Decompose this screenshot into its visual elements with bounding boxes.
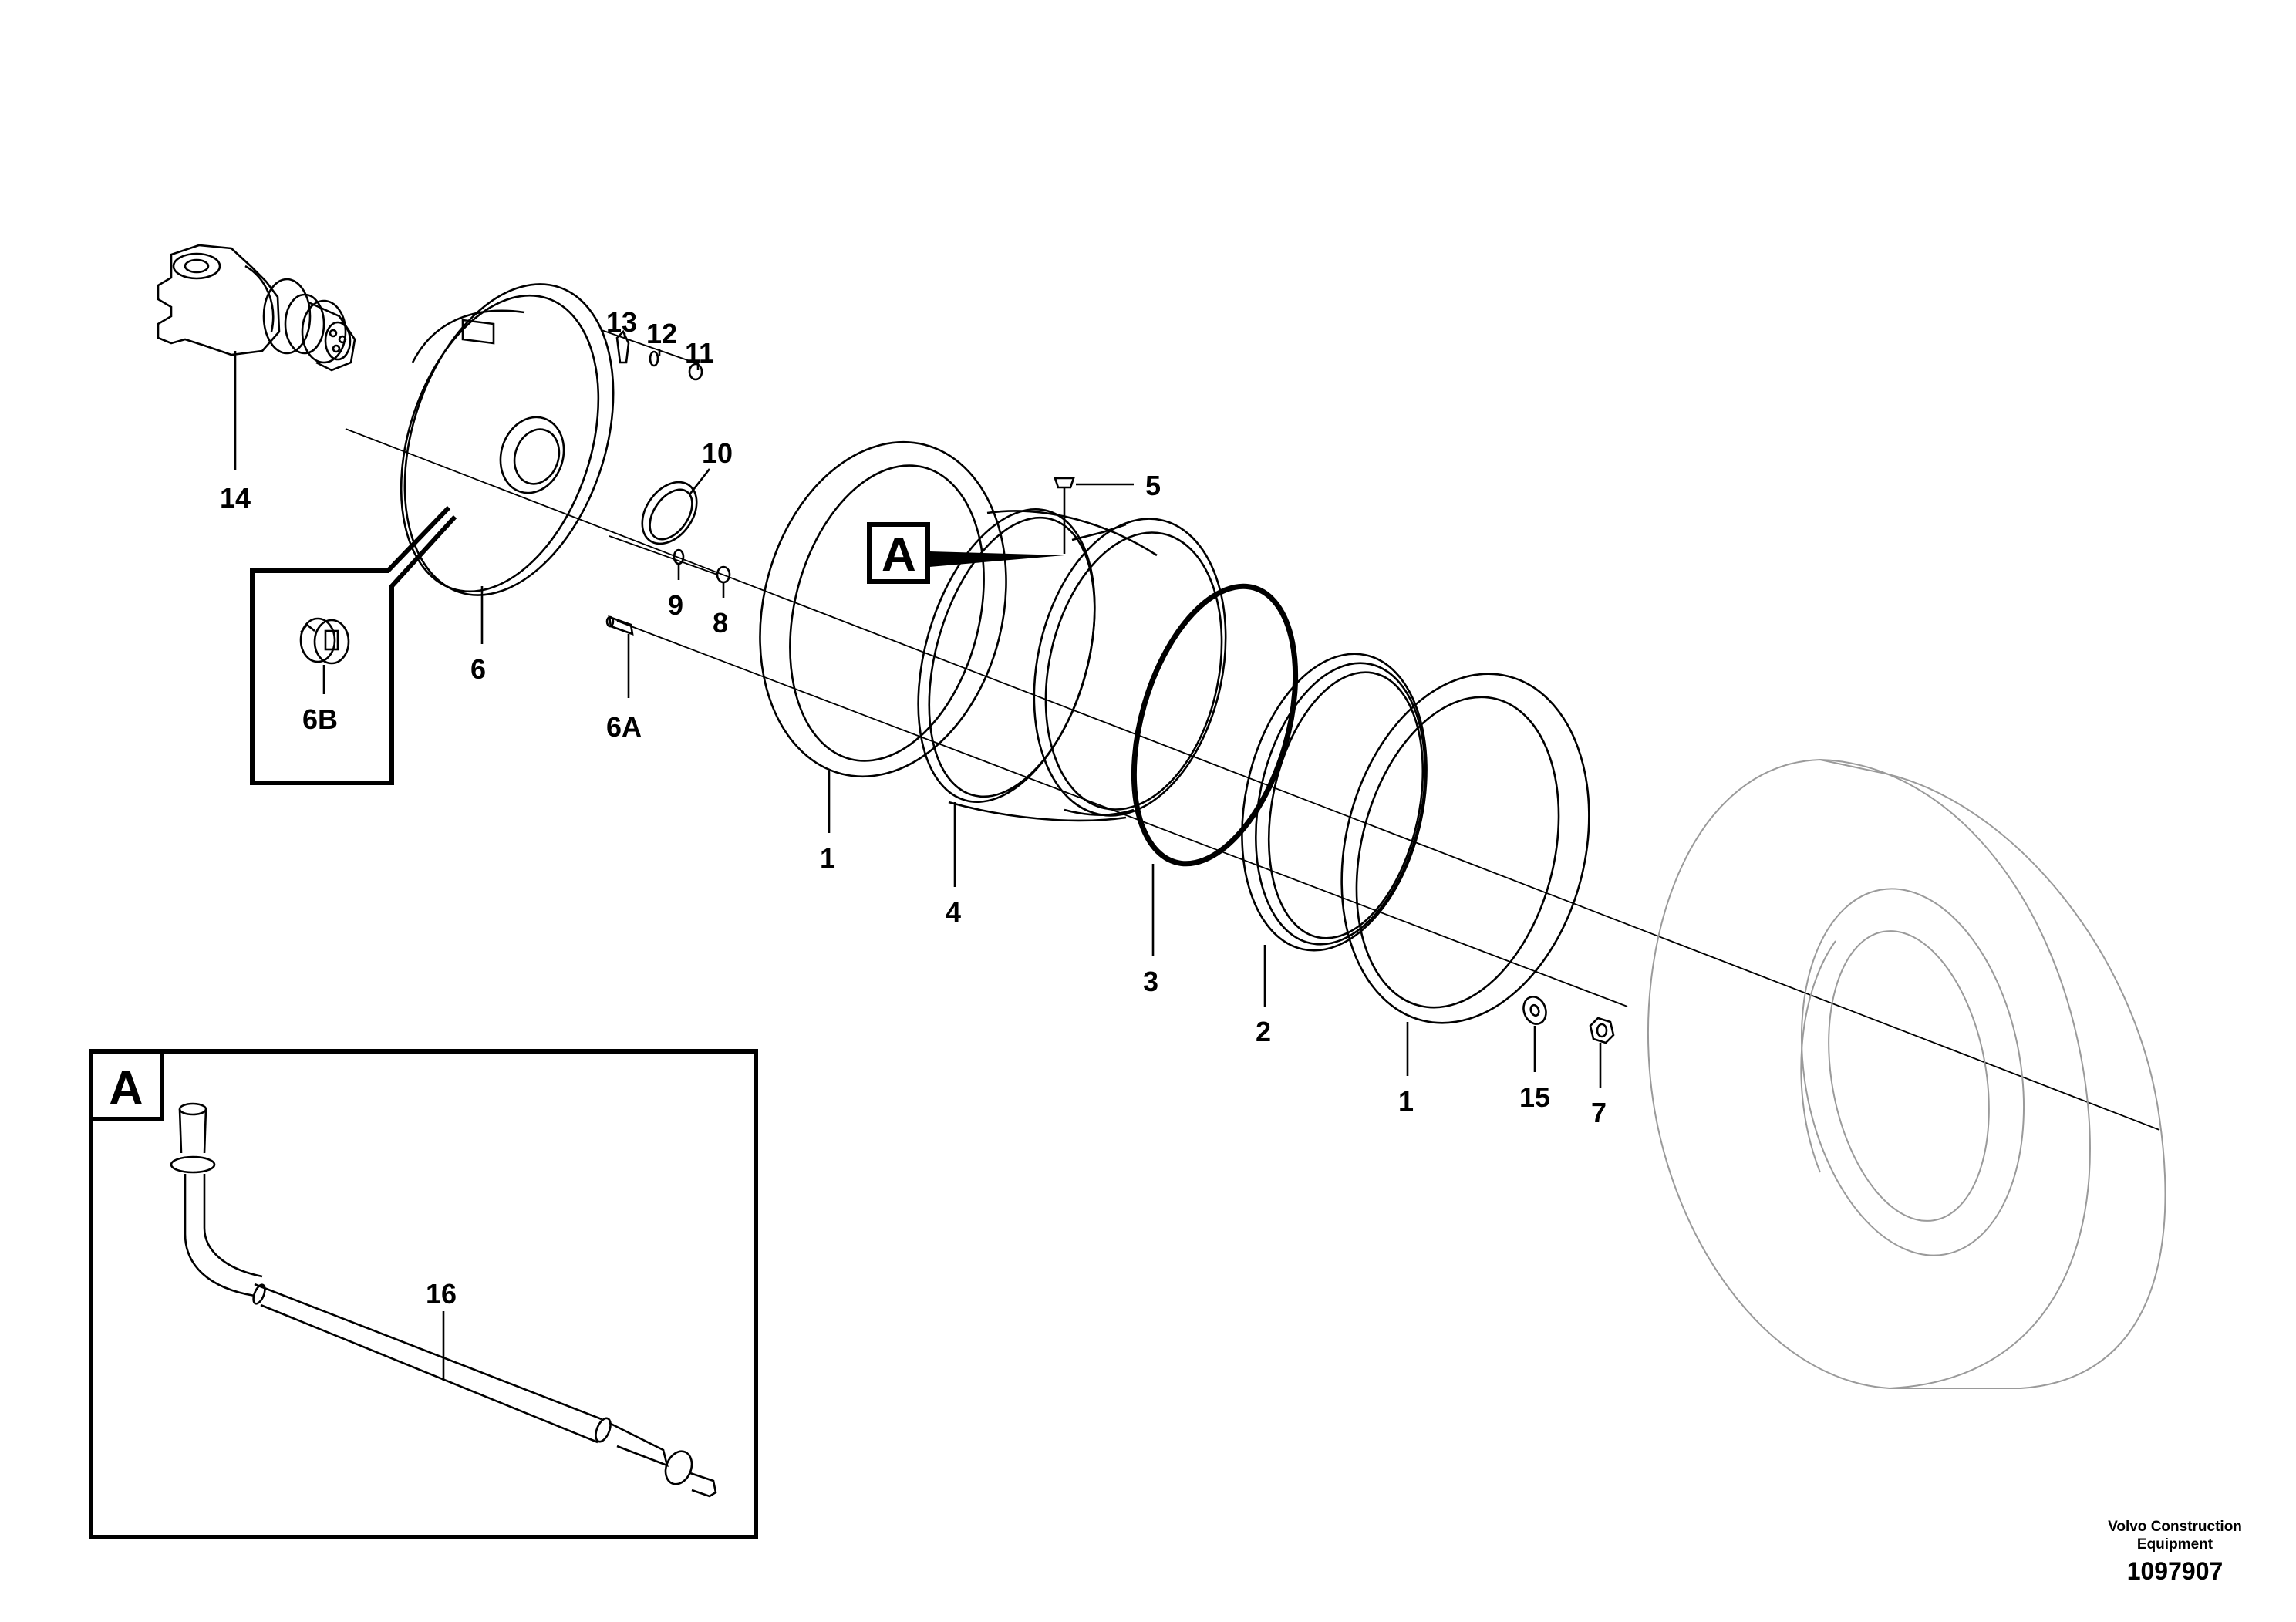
part-16-valve-extension-drawing [170,1102,717,1498]
part-1-right-flange-drawing [1340,673,1590,1024]
part-14-callout: 14 [220,482,251,514]
part-6A-callout: 6A [606,711,642,743]
screw-axis-line [609,535,718,575]
part-10-callout: 10 [702,437,733,469]
part-11-callout: 11 [685,337,714,369]
part-6B-detail-frame [250,505,457,785]
part-6A-pin-drawing [605,615,634,636]
part-6B-plug-drawing [299,617,350,665]
part-7-callout: 7 [1591,1097,1607,1128]
part-6B-callout: 6B [302,703,338,735]
footer-company-line1: Volvo Construction [2108,1519,2242,1535]
footer-company-line2: Equipment [2137,1536,2213,1553]
part-1-left-callout: 1 [820,842,835,874]
bolt-axis-line [601,329,695,363]
part-5-valve-drawing [1054,477,1075,554]
part-3-oring-drawing [1131,583,1299,867]
detail-view-tag: A [109,1062,143,1115]
part-2-callout: 2 [1256,1016,1271,1047]
part-8-callout: 8 [713,607,728,639]
part-15-callout: 15 [1519,1081,1550,1113]
part-12-callout: 12 [646,318,677,349]
part-1-left-flange-drawing [759,440,1007,778]
part-10-ring-drawing [641,481,698,545]
part-6-disc-drawing [400,283,615,596]
part-13-callout: 13 [606,306,637,338]
part-13-bracket-drawing [615,329,630,364]
inline-detail-tag-box [867,522,930,584]
main-axis-line [345,428,2160,1131]
part-14-spindle-drawing [157,244,356,372]
tire-drawing [1647,758,2166,1389]
part-4-callout: 4 [946,896,961,928]
part-9-washer-drawing [673,548,685,565]
part-11-bolt-drawing [688,363,703,381]
part-2-lockring-drawing [1241,653,1428,952]
part-6-callout: 6 [470,653,486,685]
part-15-washer-drawing [1522,996,1547,1025]
detail-view-frame [89,1049,758,1539]
inline-detail-tag-pointer [929,551,1064,567]
part-12-washer-drawing [649,350,659,367]
part-4-rim-drawing [917,508,1227,822]
part-1-right-callout: 1 [1398,1085,1414,1117]
part-7-nut-drawing [1589,1017,1615,1044]
part-5-callout: 5 [1145,470,1161,501]
part-9-callout: 9 [668,589,683,621]
part-10-leader-line [689,468,711,494]
part-3-callout: 3 [1143,966,1158,997]
part-16-callout: 16 [426,1278,457,1310]
detail-view-tag-box [89,1049,164,1121]
footer-drawing-number: 1097907 [2127,1557,2224,1585]
inline-detail-tag: A [882,528,916,582]
